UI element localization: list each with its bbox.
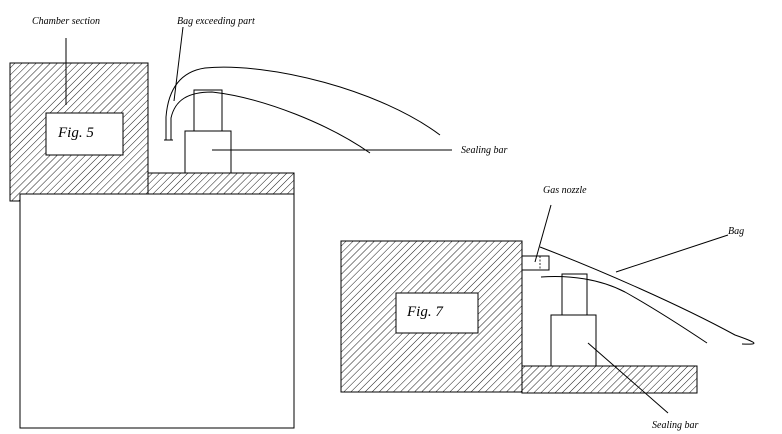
fig7-bag-curve-top [539, 246, 755, 345]
fig5-sealing-bar-upper [193, 89, 223, 132]
fig7-label-box [395, 292, 479, 334]
label-gas-nozzle: Gas nozzle [543, 185, 587, 196]
label-bag-exceeding-part: Bag exceeding part [177, 16, 255, 27]
fig5-label-box [45, 112, 124, 156]
fig7-bag-curve-bottom [540, 276, 708, 344]
label-bag: Bag [728, 226, 744, 237]
fig5-sealing-bar-lower [184, 130, 232, 174]
leader-bag [615, 234, 729, 273]
leader-bag-exceeding-part [173, 26, 184, 102]
figure-7: Fig. 7 Gas nozzle Bag Sealing bar [340, 185, 755, 431]
fig7-base-plate [521, 365, 698, 394]
label-sealing-bar-fig7: Sealing bar [652, 420, 698, 431]
fig7-sealing-bar-upper [561, 273, 588, 316]
label-chamber-section: Chamber section [32, 16, 100, 27]
label-sealing-bar-fig5: Sealing bar [461, 145, 507, 156]
fig5-lower-body [19, 193, 295, 429]
fig7-gas-nozzle [521, 255, 550, 271]
leader-gas-nozzle [534, 204, 552, 263]
fig7-sealing-bar-lower [550, 314, 597, 367]
fig5-bag-curve-top [165, 66, 441, 140]
fig5-bag-curve-bottom [170, 91, 371, 154]
fig5-label: Fig. 5 [57, 125, 94, 141]
fig5-base-plate [147, 172, 295, 195]
figure-5: Fig. 5 Chamber section Bag exceeding par… [9, 16, 507, 429]
fig7-label: Fig. 7 [406, 304, 444, 320]
leader-sealing-bar-fig7 [587, 342, 669, 414]
